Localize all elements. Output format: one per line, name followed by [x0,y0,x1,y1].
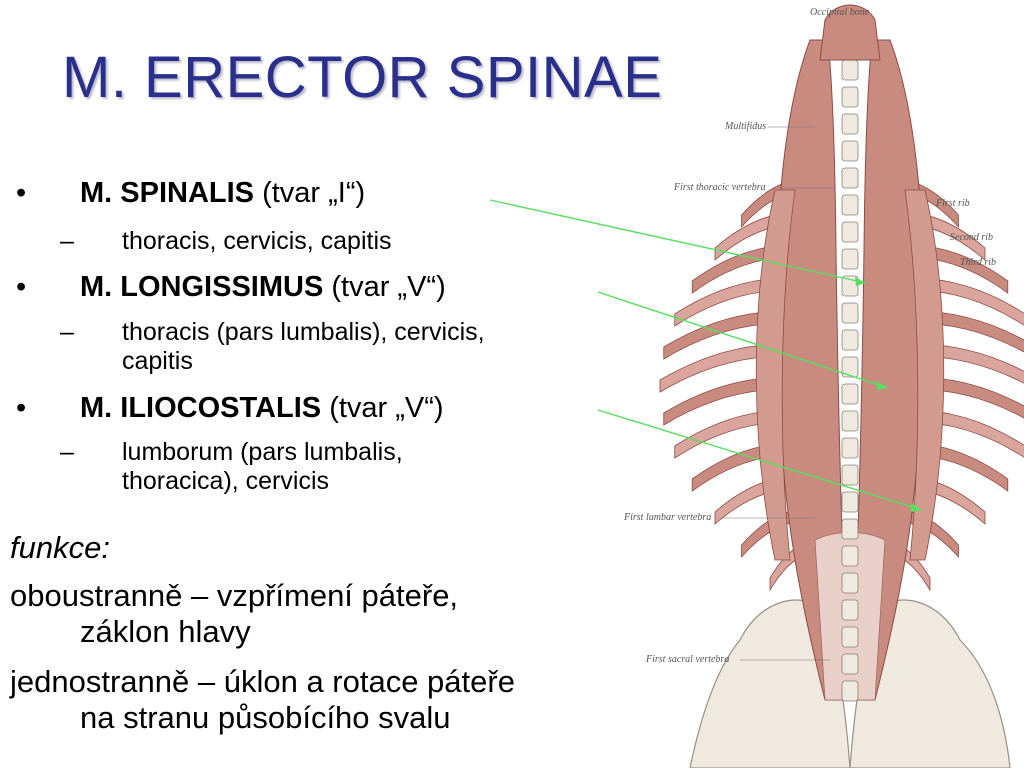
vertebra [841,599,859,621]
bullet-text: M. SPINALIS (tvar „I“) [80,176,365,210]
function-text: jednostranně – úklon a rotace páteře [10,664,515,699]
vertebra [841,140,859,162]
vertebra [841,518,859,540]
bullet-text: M. LONGISSIMUS (tvar „V“) [80,270,446,304]
label-first-sacral-vertebra: First sacral vertebra [645,654,729,665]
bullet-text: M. ILIOCOSTALIS (tvar „V“) [80,391,444,425]
vertebra [841,275,859,297]
vertebra [841,545,859,567]
function-text-continued: záklon hlavy [80,614,251,649]
slide-title: M. ERECTOR SPINAE [62,45,663,110]
label-occipital-bone: Occipital bone [810,7,870,18]
occipital-bone [819,4,881,61]
vertebra [841,113,859,135]
iliocostalis-right [904,189,945,561]
vertebra [841,383,859,405]
function-text-continued: na stranu působícího svalu [80,700,451,735]
function-bilateral: oboustranně – vzpřímení páteře, záklon h… [10,578,459,649]
label-third-rib: Third rib [960,257,996,268]
sub-text-continued: capitis [122,347,193,375]
vertebral-column [841,59,859,702]
vertebra [841,653,859,675]
vertebra [841,680,859,702]
vertebra [841,167,859,189]
vertebra [841,626,859,648]
vertebra [841,302,859,324]
vertebra [841,59,859,81]
label-first-lumbar-vertebra: First lumbar vertebra [623,512,711,523]
label-multifidus: Multifidus [724,121,766,132]
vertebra [841,86,859,108]
vertebra [841,491,859,513]
vertebra [841,437,859,459]
muscle-name: M. ILIOCOSTALIS [80,392,322,424]
vertebra [841,410,859,432]
vertebra [841,194,859,216]
function-label: funkce: [10,530,110,565]
bullet-marker: • [16,271,27,303]
muscle-name: M. LONGISSIMUS [80,271,324,303]
sub-text-continued: thoracica), cervicis [122,467,329,495]
vertebra [841,464,859,486]
label-second-rib: Second rib [950,232,993,243]
bullet-marker: • [16,392,27,424]
sub-text: thoracis, cervicis, capitis [122,227,392,255]
label-first-thoracic-vertebra: First thoracic vertebra [673,182,766,193]
sub-marker: – [60,438,74,466]
sub-marker: – [60,227,74,255]
vertebra [841,356,859,378]
muscle-shape: (tvar „I“) [262,177,366,209]
function-text: oboustranně – vzpřímení páteře, [10,578,459,613]
muscle-name: M. SPINALIS [80,177,255,209]
sub-text: lumborum (pars lumbalis, [122,438,403,466]
muscle-shape: (tvar „V“) [329,392,444,424]
bullet-marker: • [16,177,27,209]
vertebra [841,248,859,270]
vertebra [841,221,859,243]
vertebra [841,572,859,594]
back-muscles-illustration: Occipital bone Multifidus First thoracic… [623,4,1024,768]
function-unilateral: jednostranně – úklon a rotace páteře na … [10,664,515,735]
label-first-rib: First rib [935,198,970,209]
muscle-shape: (tvar „V“) [331,271,446,303]
sub-marker: – [60,318,74,346]
sub-text: thoracis (pars lumbalis), cervicis, [122,318,485,346]
vertebra [841,329,859,351]
